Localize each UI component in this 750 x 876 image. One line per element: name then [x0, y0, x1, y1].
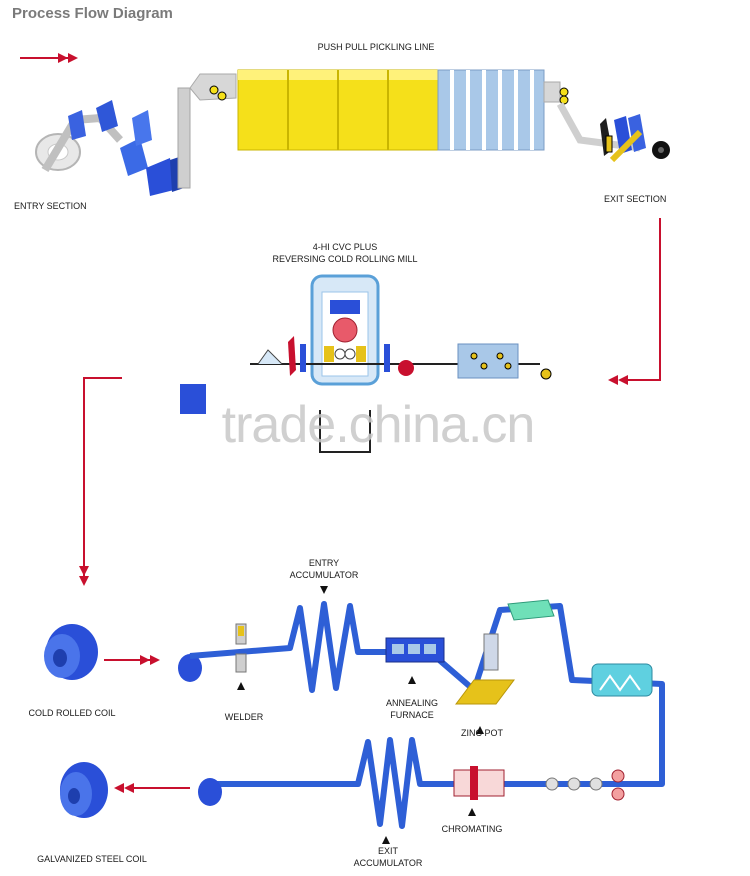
page-title: Process Flow Diagram — [12, 5, 173, 22]
exit-accumulator-marker — [382, 836, 390, 844]
cooling-section — [507, 599, 653, 697]
cold-rolling-mill — [180, 274, 552, 453]
zinc-pot — [455, 633, 515, 734]
galvanized-steel-coil — [60, 762, 108, 818]
entry-accumulator-label-line1: ENTRY — [309, 558, 339, 568]
mill-label-line2: REVERSING COLD ROLLING MILL — [272, 254, 417, 264]
pickling-line-label: PUSH PULL PICKLING LINE — [318, 42, 435, 52]
galvanizing-strip-path — [178, 601, 665, 829]
exit-accumulator-label-line2: ACCUMULATOR — [354, 858, 423, 868]
start-flow-arrow — [20, 53, 78, 63]
annealing-furnace-label-line1: ANNEALING — [386, 698, 438, 708]
exit-section-equipment — [556, 102, 670, 163]
watermark: trade.china.cn — [222, 396, 535, 454]
entry-section-equipment — [35, 87, 191, 196]
zinc-pot-label: ZINC POT — [461, 728, 504, 738]
pickling-tanks — [189, 69, 569, 151]
post-treatment-rollers — [545, 769, 625, 801]
cold-rolled-coil — [44, 624, 98, 680]
entry-accumulator-marker — [320, 586, 328, 594]
entry-accumulator-label-line2: ACCUMULATOR — [290, 570, 359, 580]
mill-to-coil-arrow — [79, 377, 122, 586]
annealing-furnace — [385, 637, 445, 684]
final-output-arrow — [114, 783, 190, 793]
coil-to-line-arrow — [104, 655, 160, 665]
cold-rolled-coil-label: COLD ROLLED COIL — [28, 708, 115, 718]
entry-section-label: ENTRY SECTION — [14, 201, 87, 211]
mill-label-line1: 4-HI CVC PLUS — [313, 242, 378, 252]
chromating-label: CHROMATING — [442, 824, 503, 834]
welder-label: WELDER — [225, 712, 264, 722]
exit-accumulator-label-line1: EXIT — [378, 846, 399, 856]
exit-section-label: EXIT SECTION — [604, 194, 666, 204]
chromating-unit — [453, 766, 505, 816]
exit-to-mill-arrow — [608, 218, 661, 385]
galvanized-steel-coil-label: GALVANIZED STEEL COIL — [37, 854, 147, 864]
welder — [235, 623, 247, 690]
annealing-furnace-label-line2: FURNACE — [390, 710, 434, 720]
